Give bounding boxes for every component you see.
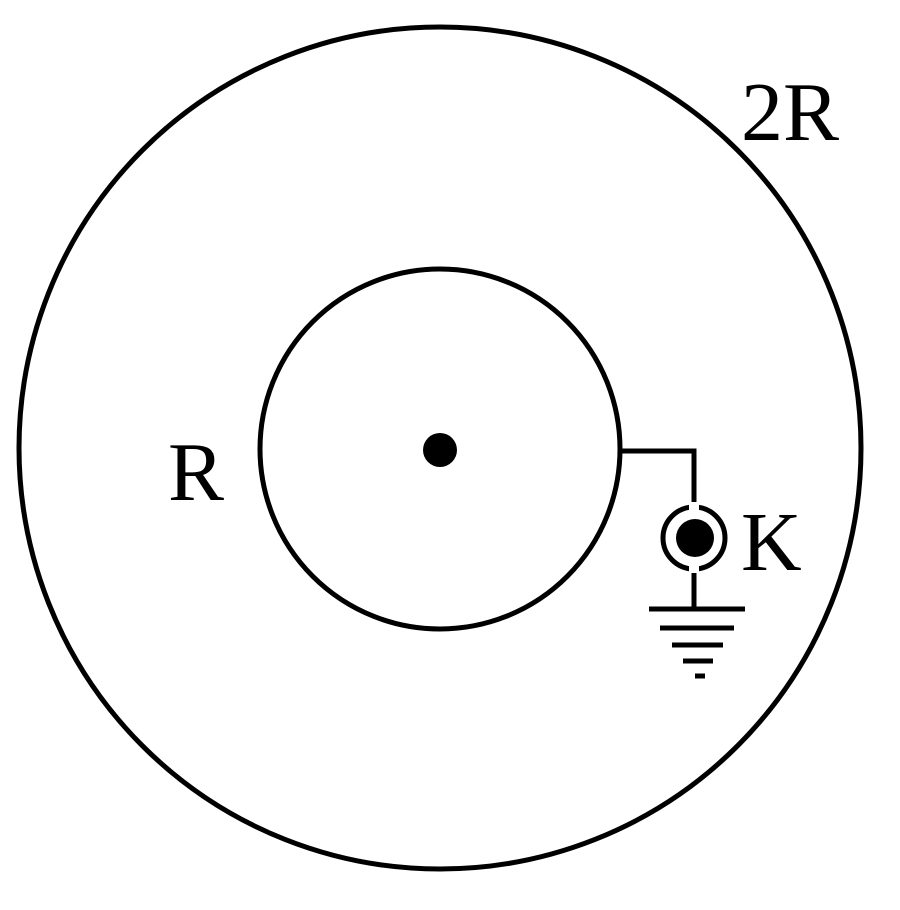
switch-gap-bottom [689,566,699,574]
inner-radius-label: R [168,426,224,519]
switch-contact-dot [676,519,714,557]
outer-sphere [16,24,864,872]
switch-gap-top [689,502,699,510]
switch-label: K [741,496,802,589]
ground-icon [649,606,745,679]
center-dot [423,433,457,467]
connecting-wire [620,448,697,503]
outer-radius-label: 2R [741,66,839,159]
switch-k [660,502,728,574]
